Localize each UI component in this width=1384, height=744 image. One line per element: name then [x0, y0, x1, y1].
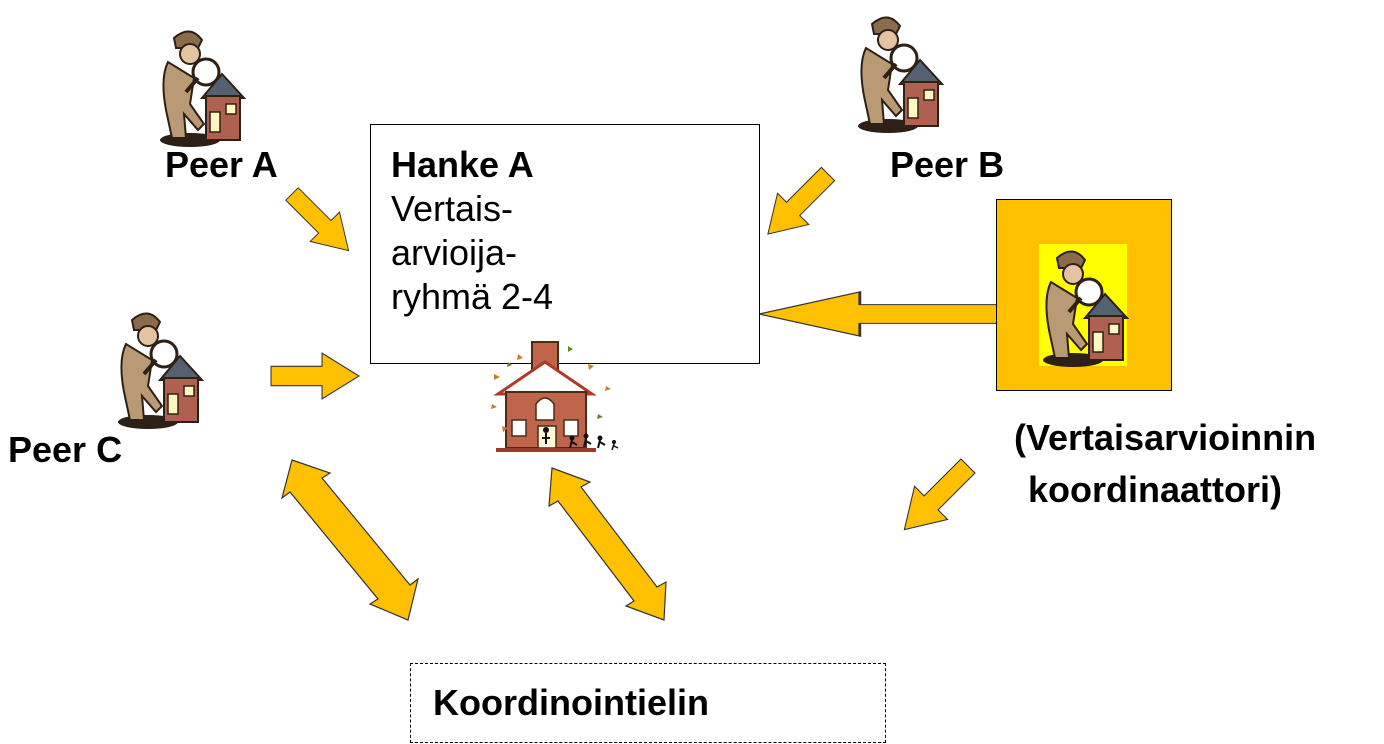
arrow-coordinator-to-project: [757, 290, 1001, 338]
coordination-body-label: Koordinointielin: [433, 682, 709, 723]
arrow-coordinator-down: [887, 448, 986, 547]
school-icon: [491, 341, 619, 452]
project-title: Hanke A: [391, 144, 534, 185]
double-arrow-school-koord: [548, 467, 667, 621]
double-arrow-peer-c-koord: [280, 459, 419, 621]
coordinator-label-line-2: koordinaattori): [1028, 469, 1283, 510]
peer-c-label: Peer C: [8, 429, 123, 470]
arrow-peer-c-to-project: [270, 352, 360, 400]
project-line-1: Vertais-: [391, 188, 514, 229]
detective-house-icon-peer-a: [160, 30, 247, 147]
project-line-2: arvioija-: [391, 232, 518, 273]
detective-house-icon-coordinator: [1043, 250, 1130, 367]
coordination-body-box: Koordinointielin: [410, 663, 886, 743]
project-line-3: ryhmä 2-4: [391, 276, 554, 317]
detective-house-icon-peer-b: [858, 16, 945, 133]
arrow-peer-a-to-project: [276, 178, 364, 266]
peer-a-label: Peer A: [165, 144, 278, 185]
coordinator-square: [996, 199, 1172, 391]
coordinator-label-line-1: (Vertaisarvioinnin: [1014, 417, 1317, 458]
arrow-peer-b-to-project: [751, 157, 845, 251]
detective-house-icon-peer-c: [118, 312, 205, 429]
project-box: Hanke A Vertais- arvioija- ryhmä 2-4: [370, 124, 760, 364]
peer-b-label: Peer B: [890, 144, 1005, 185]
coordinator-inner-highlight: [1039, 244, 1130, 367]
